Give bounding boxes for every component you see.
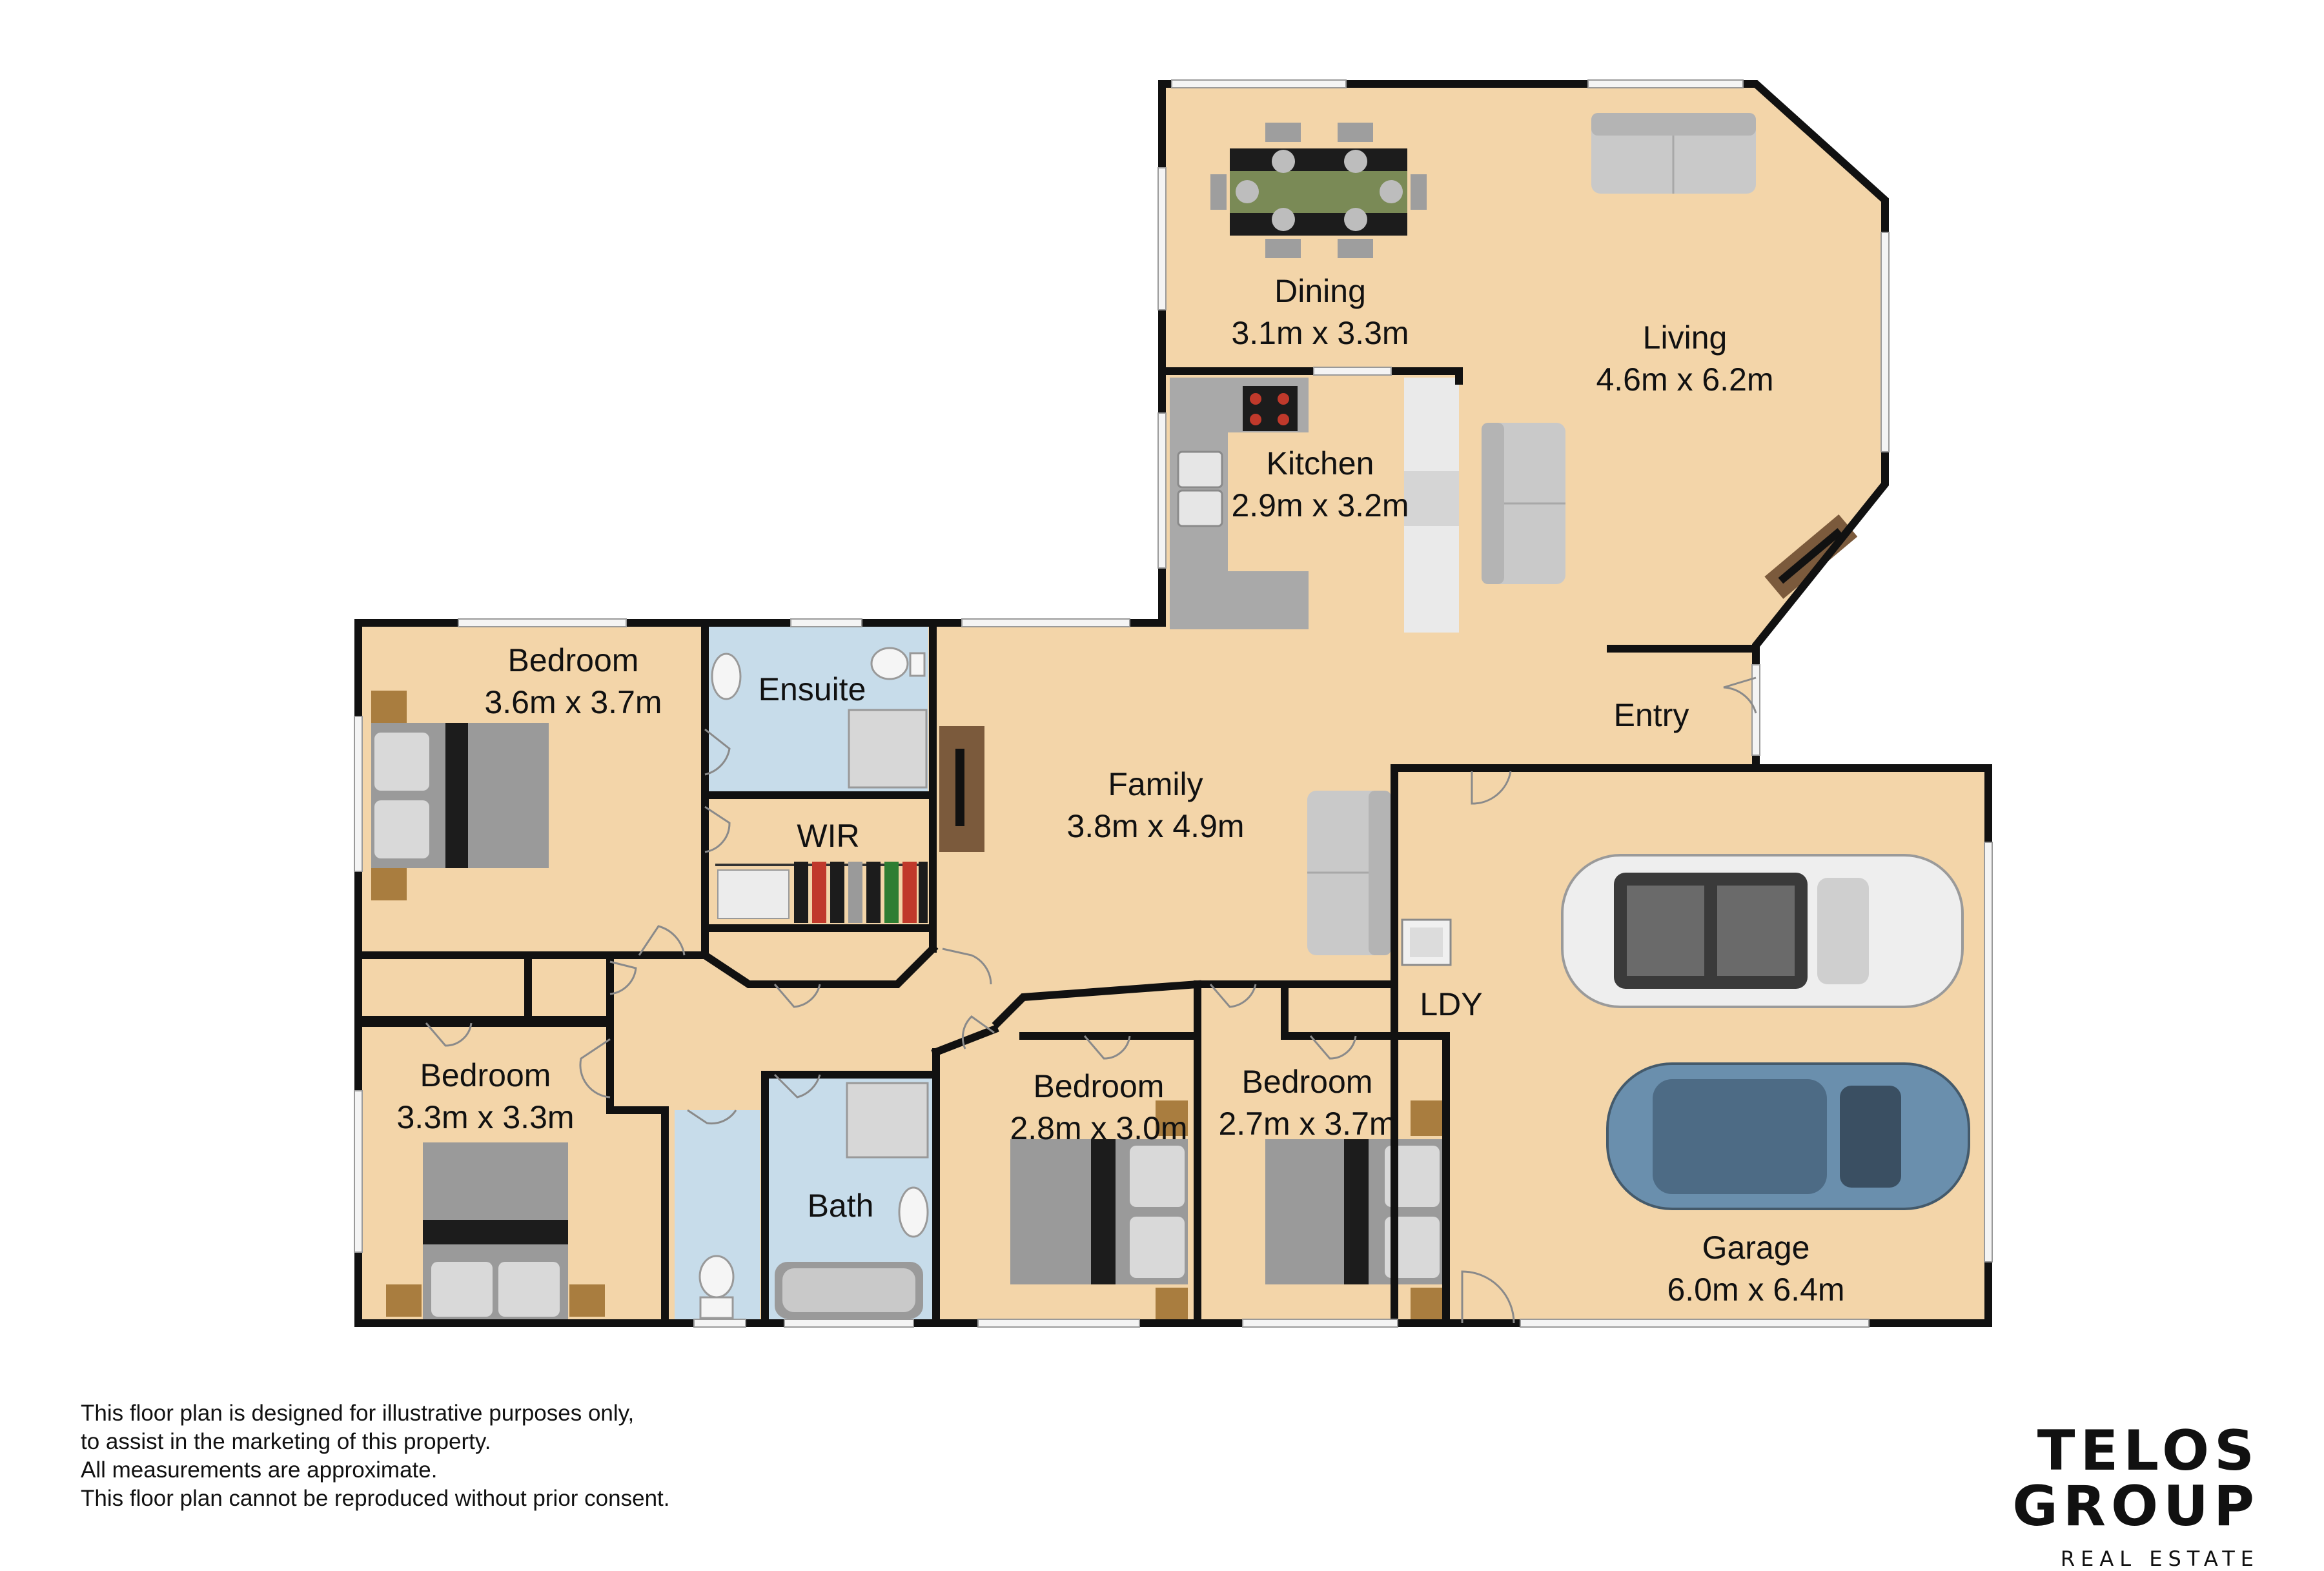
door-bedroom4 [1209,984,1257,1008]
door-hall-cupboard [773,984,821,1008]
door-linen-a [609,960,637,995]
wir-name: WIR [797,818,859,854]
disclaimer-line: to assist in the marketing of this prope… [81,1429,491,1454]
bath-name: Bath [808,1188,874,1224]
brand-name: TELOS GROUP [2012,1419,2259,1539]
wall-hall-junction-right [992,980,1202,1029]
brand-logo: TELOS GROUP REAL ESTATE [1820,1423,2259,1569]
bedroom3-name: Bedroom [1034,1068,1165,1104]
door-bath [773,1073,821,1099]
dining-table [1210,123,1427,258]
room-labels: Dining 3.1m x 3.3m Living 4.6m x 6.2m Ki… [396,273,1844,1308]
window-kitchen-west [1157,412,1167,569]
bedroom4-size: 2.7m x 3.7m [1218,1106,1396,1142]
door-bedroom2-robe [425,1022,473,1047]
living-size: 4.6m x 6.2m [1596,361,1773,398]
family-size: 3.8m x 4.9m [1066,808,1244,844]
dining-name: Dining [1274,273,1366,309]
door-garage-internal [1471,771,1512,805]
window-bedroom1-north [458,618,627,627]
bath-fixtures [775,1082,929,1319]
laundry-tub [1401,918,1452,966]
door-toilet [687,1109,737,1125]
window-dining-north [1171,79,1347,88]
window-living-north [1587,79,1744,88]
window-living-east [1881,232,1890,452]
window-toilet-south [693,1319,746,1328]
walls [354,80,1992,1327]
door-bedroom3-hall [961,1015,995,1049]
garage-size: 6.0m x 6.4m [1667,1272,1844,1308]
kitchen-bench-bottom [1170,571,1309,629]
kitchen-name: Kitchen [1267,445,1374,481]
family-name: Family [1108,766,1203,802]
cooktop [1243,386,1298,431]
furniture [371,113,1970,1320]
bedroom1-size: 3.6m x 3.7m [484,684,662,720]
ensuite-name: Ensuite [759,671,866,707]
wall-hall-junction-left [931,1024,999,1057]
bed-bedroom2 [386,1142,605,1320]
window-garage-east [1984,842,1993,1262]
bed-bedroom4 [1265,1100,1446,1320]
blue-car [1606,1062,1970,1210]
window-dining-west [1157,167,1167,310]
kitchen-sink [1177,451,1223,527]
garage-floor [1394,768,1988,1323]
bed-bedroom1 [371,691,549,900]
toilet-fixture [698,1255,735,1319]
disclaimer: This floor plan is designed for illustra… [81,1399,920,1513]
bedroom2-size: 3.3m x 3.3m [396,1099,574,1135]
bedroom4-name: Bedroom [1242,1064,1373,1100]
window-bedroom4-south [1242,1319,1398,1328]
bedroom3-size: 2.8m x 3.0m [1010,1110,1187,1146]
serving-hatch [1313,367,1392,376]
window-bedroom3-south [977,1319,1140,1328]
living-tv-unit [1764,514,1858,599]
white-car [1561,854,1964,1008]
door-ensuite [704,728,731,776]
window-family-north [961,618,1130,627]
door-bedroom2 [579,1038,611,1099]
door-entry [1723,676,1757,714]
disclaimer-line: All measurements are approximate. [81,1457,438,1483]
door-bedroom3 [1083,1035,1131,1060]
doors [425,676,1757,1324]
entry-name: Entry [1614,697,1689,733]
garage-name: Garage [1702,1230,1810,1266]
kitchen-size: 2.9m x 3.2m [1231,487,1409,523]
window-bath-south [784,1319,914,1328]
ensuite-fixtures [711,647,928,789]
disclaimer-line: This floor plan is designed for illustra… [81,1401,635,1426]
island-stool-gap [1404,471,1459,526]
family-sofa [1307,791,1391,955]
window-ensuite-north [790,618,862,627]
wall-hall-angled [699,943,939,988]
bedroom2-name: Bedroom [420,1057,551,1093]
disclaimer-line: This floor plan cannot be reproduced wit… [81,1486,670,1511]
door-garage-side [1461,1270,1515,1324]
window-garage-south [1520,1319,1870,1328]
bedroom1-name: Bedroom [508,642,639,678]
windows [354,79,1993,1328]
living-name: Living [1643,319,1728,356]
door-wir [704,806,731,853]
wir-clothes-rail [715,862,928,923]
brand-tagline: REAL ESTATE [2060,1546,2259,1571]
door-bedroom1 [638,925,686,956]
door-robe4 [1309,1035,1357,1060]
living-sofa-top [1591,113,1756,194]
family-tv-unit [939,726,984,852]
window-bedroom1-west [354,716,363,872]
window-bedroom2-west [354,1090,363,1253]
door-family-hall [942,948,992,985]
ldy-name: LDY [1420,986,1482,1022]
bed-bedroom3 [1010,1100,1188,1320]
window-entry [1751,664,1760,756]
living-sofa-side [1482,423,1565,584]
dining-size: 3.1m x 3.3m [1231,315,1409,351]
